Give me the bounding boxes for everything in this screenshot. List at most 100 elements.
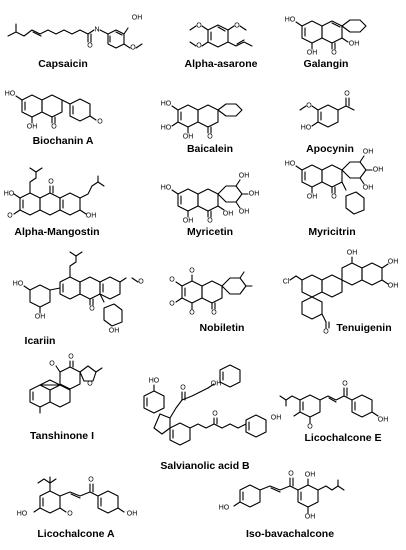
baicalein-oh: OH: [182, 133, 194, 141]
salvianolic-o-2: O: [212, 410, 218, 418]
compound-label-apocynin: Apocynin: [306, 143, 354, 155]
asarone-o-3: O: [196, 42, 202, 50]
myricetin-oh-4p: OH: [248, 190, 260, 198]
tenuigenin-structure: [289, 256, 389, 329]
nobiletin-o-2: O: [169, 276, 175, 284]
nobiletin-o-keto: O: [211, 309, 217, 317]
tenuigenin-oh-2: OH: [387, 258, 399, 266]
myricitrin-ho: HO: [284, 160, 296, 168]
compound-label-galangin: Galangin: [303, 58, 349, 70]
tenuigenin-o: O: [323, 328, 329, 336]
licochalcone-a-structure: [33, 476, 125, 514]
tenuigenin-cl: Cl: [282, 278, 290, 286]
nobiletin-o-3: O: [169, 300, 175, 308]
compound-label-nobiletin: Nobiletin: [199, 322, 245, 334]
myricetin-oh-3p: OH: [238, 172, 250, 180]
mangostin-ho: HO: [3, 190, 15, 198]
isobavachalcone-oh-2: OH: [304, 513, 316, 521]
compound-label-salvianolic-acid-b: Salvianolic acid B: [160, 460, 250, 472]
compound-label-biochanin-a: Biochanin A: [32, 135, 94, 147]
myricitrin-o: O: [331, 193, 337, 201]
myricitrin-oh: OH: [306, 193, 318, 201]
isobavachalcone-ho: HO: [218, 504, 230, 512]
icariin-structure: [23, 251, 139, 327]
compound-label-licochalcone-e: Licochalcone E: [304, 432, 382, 444]
myricetin-oh-3: OH: [222, 210, 234, 218]
myricetin-o: O: [207, 217, 213, 225]
galangin-oh-3: OH: [348, 40, 360, 48]
icariin-oh-rha: OH: [108, 327, 120, 335]
tenuigenin-oh-1: OH: [346, 249, 358, 257]
licochalcone-a-o: O: [88, 476, 94, 484]
myricitrin-oh-4p: OH: [372, 166, 384, 174]
myricitrin-oh-3p: OH: [362, 148, 374, 156]
compound-label-baicalein: Baicalein: [186, 143, 234, 155]
mangostin-o: O: [48, 178, 54, 186]
apocynin-structure: [299, 97, 355, 128]
compound-label-licochalcone-a: Licochalcone A: [37, 528, 115, 540]
tanshinone-i-structure: [29, 360, 103, 414]
licochalcone-e-oh: OH: [377, 416, 389, 424]
galangin-o: O: [331, 49, 337, 57]
capsaicin-structure: [7, 23, 143, 49]
alpha-mangostin-structure: [13, 167, 105, 216]
salvianolic-oh-2: OH: [270, 414, 282, 422]
biochanin-a-structure: [15, 94, 97, 124]
apocynin-ho: HO: [300, 124, 312, 132]
compound-label-alpha-asarone: Alpha-asarone: [184, 58, 258, 70]
capsaicin-n: N: [94, 26, 100, 34]
compound-label-iso-bavachalcone: Iso-bavachalcone: [245, 528, 335, 540]
myricetin-oh-5: OH: [182, 217, 194, 225]
icariin-oh-glc: OH: [34, 313, 46, 321]
icariin-o-methoxy: O: [138, 278, 144, 286]
baicalein-structure: [171, 103, 243, 134]
salvianolic-o-1: O: [180, 384, 186, 392]
mangostin-o-methoxy: O: [7, 212, 13, 220]
icariin-o: O: [89, 305, 95, 313]
apocynin-o-methoxy: O: [306, 102, 312, 110]
compound-label-myricitrin: Myricitrin: [308, 226, 356, 238]
myricitrin-structure: [295, 155, 373, 215]
galangin-oh-5: OH: [306, 49, 318, 57]
iso-bavachalcone-structure: [233, 477, 345, 514]
tanshinone-o-2: O: [68, 353, 74, 361]
icariin-ho: HO: [12, 280, 24, 288]
asarone-o-1: O: [196, 22, 202, 30]
capsaicin-o: O: [87, 42, 93, 50]
capsaicin-oh: OH: [131, 14, 143, 22]
biochanin-o-methoxy: O: [97, 118, 103, 126]
biochanin-ho: HO: [4, 90, 16, 98]
capsaicin-o-methoxy: O: [130, 44, 136, 52]
isobavachalcone-o: O: [288, 470, 294, 478]
myricitrin-oh-5p: OH: [362, 184, 374, 192]
salvianolic-acid-b-structure: [143, 364, 267, 446]
galangin-ho: HO: [284, 16, 296, 24]
tenuigenin-oh-3: OH: [387, 282, 399, 290]
myricetin-ho: HO: [160, 184, 172, 192]
salvianolic-ho: HO: [148, 377, 160, 385]
galangin-structure: [295, 19, 367, 50]
compound-label-tanshinone-i: Tanshinone I: [30, 430, 94, 442]
asarone-o-2: O: [234, 22, 240, 30]
licochalcone-e-o: O: [342, 380, 348, 388]
isobavachalcone-oh-1: OH: [304, 471, 316, 479]
apocynin-o: O: [344, 90, 350, 98]
licochalcone-a-oh: OH: [126, 510, 138, 518]
tanshinone-o-1: O: [49, 360, 55, 368]
compound-label-capsaicin: Capsaicin: [38, 58, 88, 70]
salvianolic-oh: OH: [210, 380, 222, 388]
compound-label-icariin: Icariin: [24, 335, 56, 347]
licochalcone-a-o-methoxy: O: [67, 510, 73, 518]
nobiletin-o-1: O: [189, 267, 195, 275]
alpha-asarone-structure: [189, 24, 253, 48]
biochanin-oh: OH: [26, 123, 38, 131]
licochalcone-e-o-methoxy: O: [307, 423, 313, 431]
tanshinone-o-furan: O: [87, 380, 93, 388]
compound-label-tenuigenin: Tenuigenin: [336, 322, 392, 334]
licochalcone-e-structure: [279, 387, 379, 424]
nobiletin-o-4: O: [189, 309, 195, 317]
mangostin-oh: OH: [85, 212, 97, 220]
biochanin-o: O: [51, 123, 57, 131]
